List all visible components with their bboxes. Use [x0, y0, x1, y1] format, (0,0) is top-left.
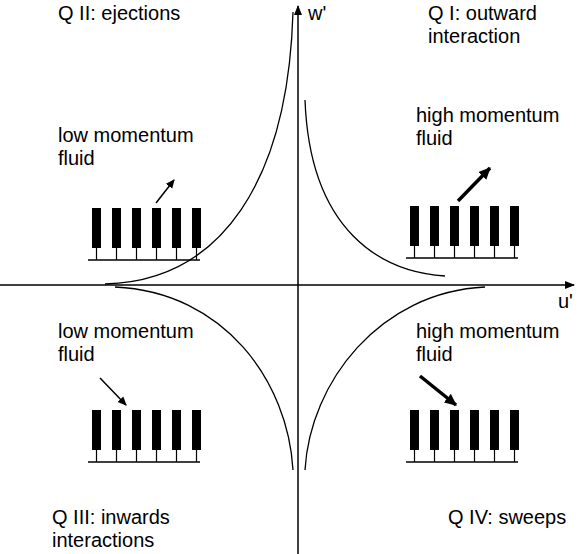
- flow-arrow: [458, 168, 490, 201]
- flow-arrow: [420, 376, 456, 405]
- flow-arrow: [156, 180, 174, 203]
- axis-label: u': [558, 290, 580, 313]
- quadrant-title: Q IV: sweeps: [448, 506, 578, 529]
- u-axis: [0, 284, 574, 286]
- canopy-symbol: [88, 208, 201, 260]
- quadrant-title: Q III: inwards interactions: [52, 506, 227, 552]
- w-axis: [297, 6, 299, 554]
- fluid-label: low momentum fluid: [58, 320, 208, 366]
- canopy-symbol: [88, 410, 201, 462]
- canopy-symbol: [406, 206, 519, 258]
- quadrant-title: Q II: ejections: [58, 2, 258, 25]
- fluid-label: high momentum fluid: [416, 320, 576, 366]
- canopy-symbol: [406, 410, 519, 462]
- fluid-label: high momentum fluid: [416, 104, 576, 150]
- quadrant-title: Q I: outward interaction: [428, 2, 578, 48]
- hole-curves: [105, 12, 485, 470]
- axis-label: w': [308, 2, 348, 25]
- flow-arrow: [100, 378, 126, 405]
- fluid-label: low momentum fluid: [58, 124, 208, 170]
